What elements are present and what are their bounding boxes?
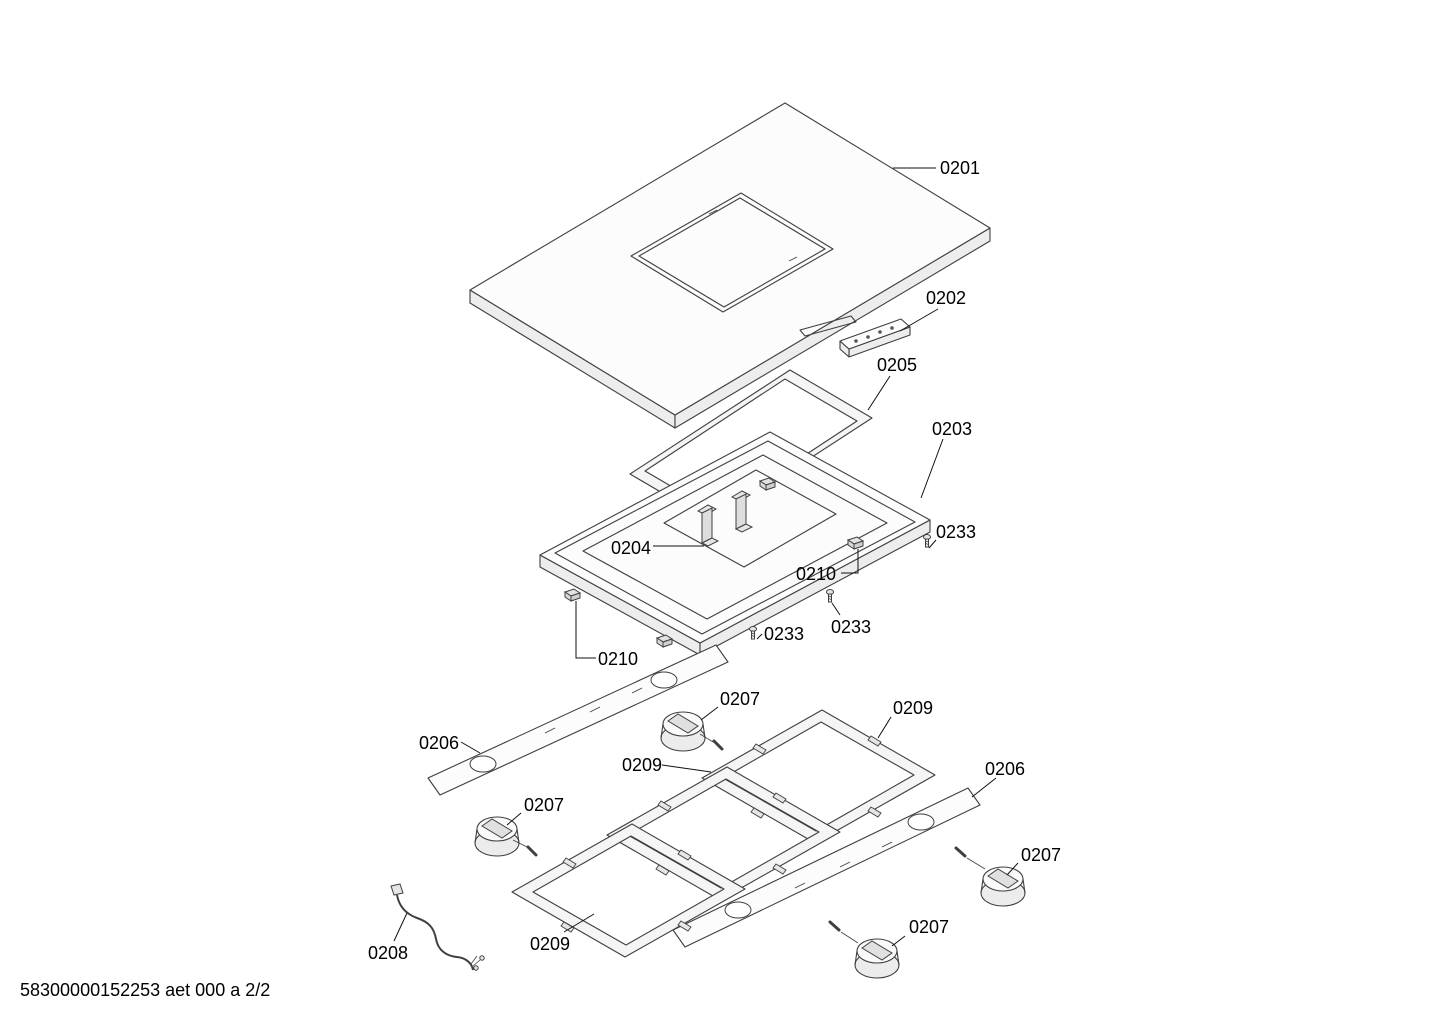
part-label-0207-c: 0207 xyxy=(1021,845,1062,865)
part-label-0233-a: 0233 xyxy=(936,522,977,542)
part-label-0207-b: 0207 xyxy=(524,795,565,815)
knob xyxy=(980,866,1026,907)
part-label-0202: 0202 xyxy=(926,288,967,308)
leader-lines xyxy=(393,167,1019,947)
part-label-0209-c: 0209 xyxy=(530,934,571,954)
screw xyxy=(923,534,931,548)
part-label-0205: 0205 xyxy=(877,355,918,375)
knob xyxy=(854,938,900,979)
part-label-0206-a: 0206 xyxy=(419,733,460,753)
part-0208-cable-harness xyxy=(390,883,485,971)
part-label-0208: 0208 xyxy=(368,943,409,963)
document-code: 58300000152253 aet 000 a 2/2 xyxy=(20,980,271,1000)
part-0206-trim-strip-left xyxy=(427,644,729,796)
part-label-0204: 0204 xyxy=(611,538,652,558)
knob xyxy=(474,816,520,857)
part-0204-brackets xyxy=(696,490,754,547)
screw xyxy=(826,589,834,603)
part-label-0206-b: 0206 xyxy=(985,759,1026,779)
part-label-0233-c: 0233 xyxy=(764,624,805,644)
part-label-0210-a: 0210 xyxy=(796,564,837,584)
part-0207-knobs xyxy=(474,711,1026,979)
part-label-0233-b: 0233 xyxy=(831,617,872,637)
part-label-0201: 0201 xyxy=(940,158,981,178)
part-label-0209-a: 0209 xyxy=(893,698,934,718)
part-0206-trim-strip-right xyxy=(672,787,981,948)
clip xyxy=(564,588,581,602)
part-label-0203: 0203 xyxy=(932,419,973,439)
part-0201-top-panel xyxy=(469,102,991,429)
part-0203-base-tray xyxy=(539,431,931,656)
screw xyxy=(749,626,757,640)
knob xyxy=(660,711,706,752)
part-0202-control-module xyxy=(839,318,911,358)
part-label-0209-b: 0209 xyxy=(622,755,663,775)
part-label-0207-a: 0207 xyxy=(720,689,761,709)
part-label-0207-d: 0207 xyxy=(909,917,950,937)
part-label-0210-b: 0210 xyxy=(598,649,639,669)
